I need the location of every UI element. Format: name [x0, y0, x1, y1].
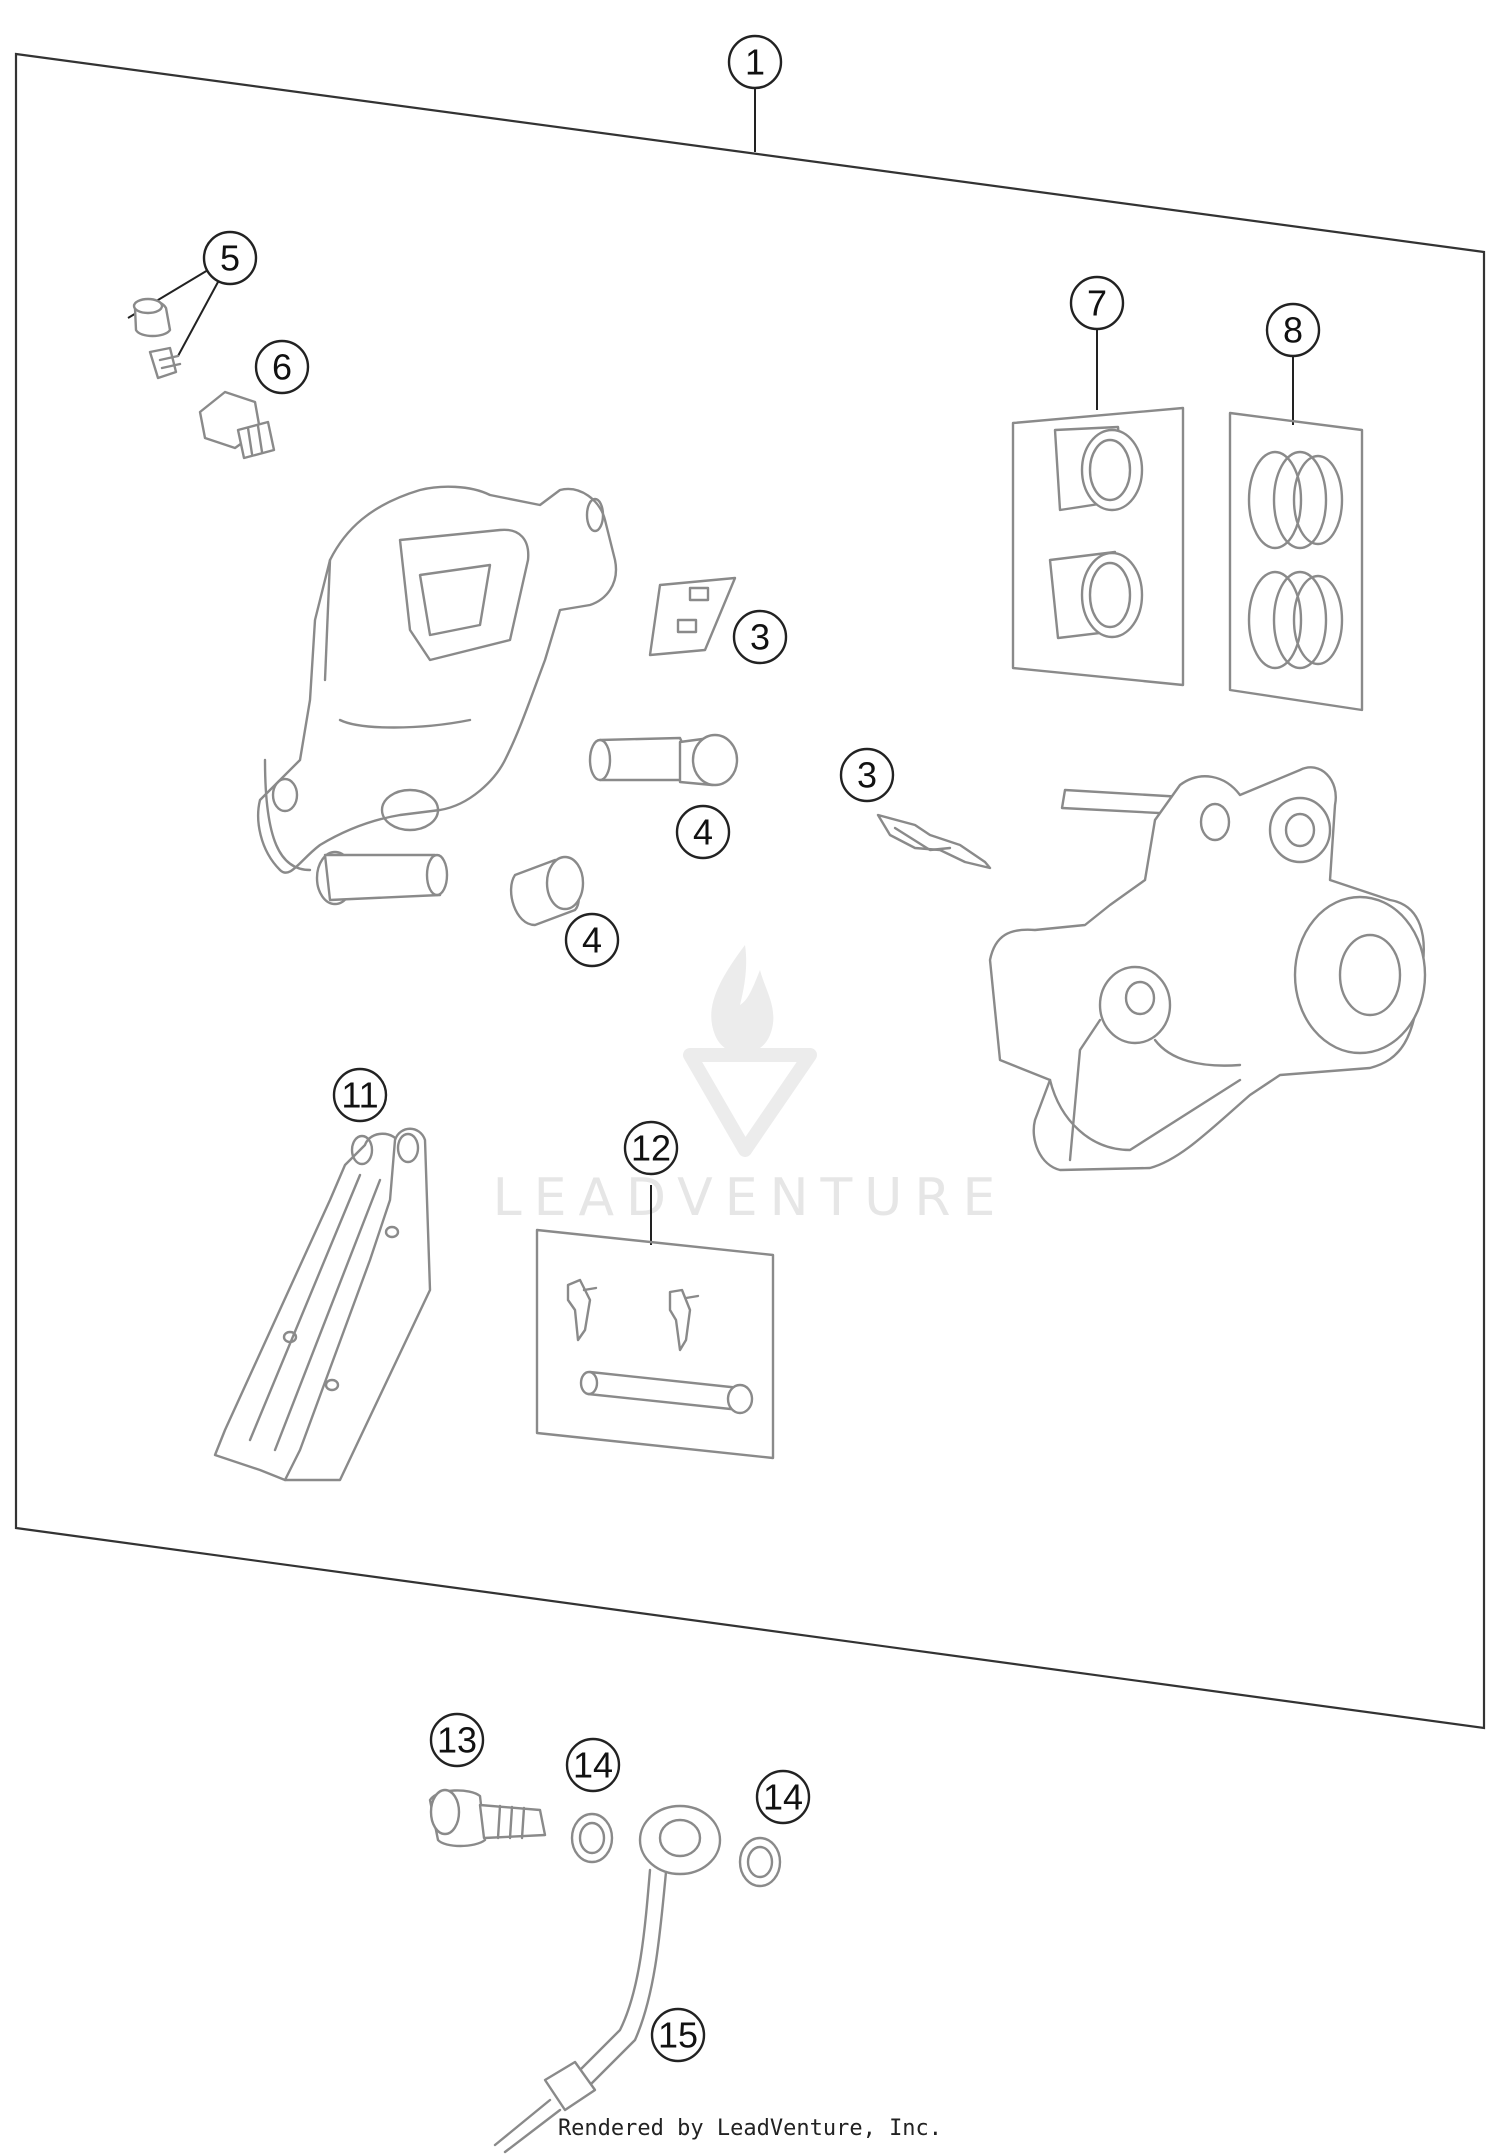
bleeder-screw [132, 297, 182, 380]
svg-text:13: 13 [437, 1720, 477, 1761]
svg-text:5: 5 [220, 238, 240, 279]
svg-text:15: 15 [658, 2015, 698, 2056]
svg-text:12: 12 [631, 1128, 671, 1169]
callout-7: 7 [1069, 275, 1125, 331]
pad-pin-kit [535, 1228, 775, 1460]
slide-pin [588, 733, 739, 787]
svg-text:4: 4 [693, 812, 713, 853]
plug [198, 390, 276, 460]
callout-13: 13 [429, 1712, 485, 1768]
callout-8: 8 [1265, 302, 1321, 358]
watermark-logo: LEADVENTURE [493, 945, 1008, 1228]
svg-text:14: 14 [763, 1777, 803, 1818]
render-credit: Rendered by LeadVenture, Inc. [558, 2116, 942, 2141]
callout-15: 15 [650, 2007, 706, 2063]
callout-3-upper: 3 [732, 609, 788, 665]
piston-kit [1011, 406, 1185, 687]
svg-text:6: 6 [272, 347, 292, 388]
leader-lines [127, 88, 1294, 1245]
svg-text:8: 8 [1283, 310, 1303, 351]
callout-4-upper: 4 [675, 804, 731, 860]
callout-14-left: 14 [565, 1737, 621, 1793]
slide-boot [509, 855, 585, 927]
seal-kit [1228, 411, 1364, 712]
svg-text:4: 4 [582, 920, 602, 961]
callout-1: 1 [727, 34, 783, 90]
svg-text:11: 11 [341, 1075, 378, 1116]
callout-5: 5 [202, 230, 258, 286]
washer-left [570, 1812, 614, 1864]
callout-3-lower: 3 [839, 747, 895, 803]
banjo-bolt [428, 1788, 547, 1848]
brake-pads [213, 1127, 432, 1482]
spring-plate-lower [876, 813, 992, 870]
caliper-body [257, 485, 618, 906]
svg-text:3: 3 [750, 617, 770, 658]
caliper-bracket [988, 766, 1427, 1172]
callout-6: 6 [254, 339, 310, 395]
svg-text:1: 1 [745, 42, 765, 83]
callout-11: 11 [332, 1067, 388, 1123]
washer-right [738, 1836, 782, 1888]
spring-plate-upper [648, 576, 737, 657]
svg-text:14: 14 [573, 1745, 613, 1786]
kit-frame [14, 52, 1486, 1730]
callout-14-right: 14 [755, 1769, 811, 1825]
callout-12: 12 [623, 1120, 679, 1176]
svg-text:3: 3 [857, 755, 877, 796]
watermark-text: LEADVENTURE [493, 1168, 1008, 1228]
svg-text:7: 7 [1087, 283, 1107, 324]
brake-line [493, 1804, 722, 2154]
callout-4-lower: 4 [564, 912, 620, 968]
